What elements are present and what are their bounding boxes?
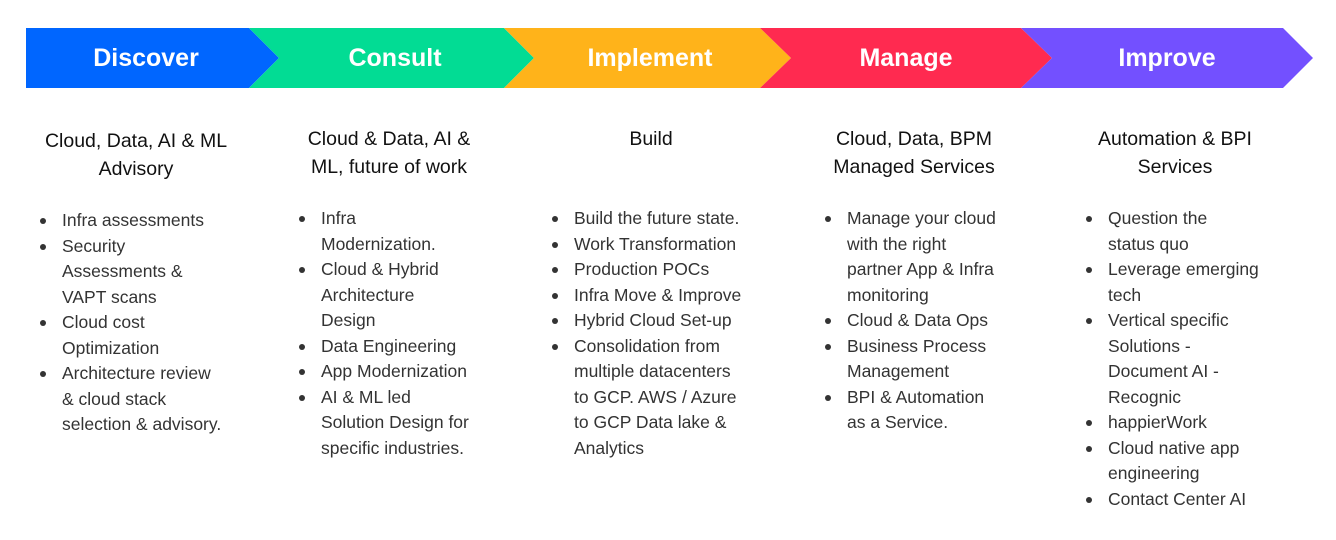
list-item: AI & ML led Solution Design for specific… [295, 385, 469, 462]
arrow-discover [26, 28, 279, 88]
process-arrow-band [26, 28, 1313, 88]
list-item: Cloud & Data Ops [821, 308, 996, 334]
heading-implement: Build [629, 128, 673, 150]
heading-consult: Cloud & Data, AI & ML, future of work [307, 128, 471, 178]
list-item: Build the future state. [548, 206, 741, 232]
list-item: Cloud native app engineering [1082, 436, 1259, 487]
list-item: Question the status quo [1082, 206, 1259, 257]
arrow-consult [249, 28, 534, 88]
list-item: Business Process Management [821, 334, 996, 385]
list-item: Security Assessments & VAPT scans [36, 234, 221, 311]
list-implement: Build the future state. Work Transformat… [548, 206, 741, 461]
stage-label-discover: Discover [93, 44, 199, 72]
list-item: Data Engineering [295, 334, 469, 360]
list-consult: Infra Modernization. Cloud & Hybrid Arch… [295, 206, 469, 461]
stage-label-consult: Consult [348, 44, 442, 72]
list-item: Leverage emerging tech [1082, 257, 1259, 308]
heading-discover: Cloud, Data, AI & ML Advisory [44, 130, 228, 180]
list-item: Infra Modernization. [295, 206, 469, 257]
heading-manage: Cloud, Data, BPM Managed Services [833, 128, 995, 178]
list-item: happierWork [1082, 410, 1259, 436]
list-item: Infra assessments [36, 208, 221, 234]
list-manage: Manage your cloud with the right partner… [821, 206, 996, 436]
list-item: Contact Center AI [1082, 487, 1259, 513]
list-item: Architecture review & cloud stack select… [36, 361, 221, 438]
list-discover: Infra assessments Security Assessments &… [36, 208, 221, 438]
arrow-improve [1021, 28, 1313, 88]
list-item: Hybrid Cloud Set-up [548, 308, 741, 334]
list-item: Production POCs [548, 257, 741, 283]
stage-label-implement: Implement [587, 44, 713, 72]
list-item: App Modernization [295, 359, 469, 385]
list-item: Vertical specific Solutions - Document A… [1082, 308, 1259, 410]
list-item: Cloud cost Optimization [36, 310, 221, 361]
arrow-manage [760, 28, 1052, 88]
list-item: BPI & Automation as a Service. [821, 385, 996, 436]
heading-improve: Automation & BPI Services [1098, 128, 1252, 178]
arrow-implement [504, 28, 791, 88]
list-item: Infra Move & Improve [548, 283, 741, 309]
list-item: Cloud & Hybrid Architecture Design [295, 257, 469, 334]
stage-label-improve: Improve [1118, 44, 1216, 72]
list-item: Consolidation from multiple datacenters … [548, 334, 741, 462]
stage-label-manage: Manage [859, 44, 953, 72]
list-improve: Question the status quo Leverage emergin… [1082, 206, 1259, 512]
list-item: Work Transformation [548, 232, 741, 258]
list-item: Manage your cloud with the right partner… [821, 206, 996, 308]
